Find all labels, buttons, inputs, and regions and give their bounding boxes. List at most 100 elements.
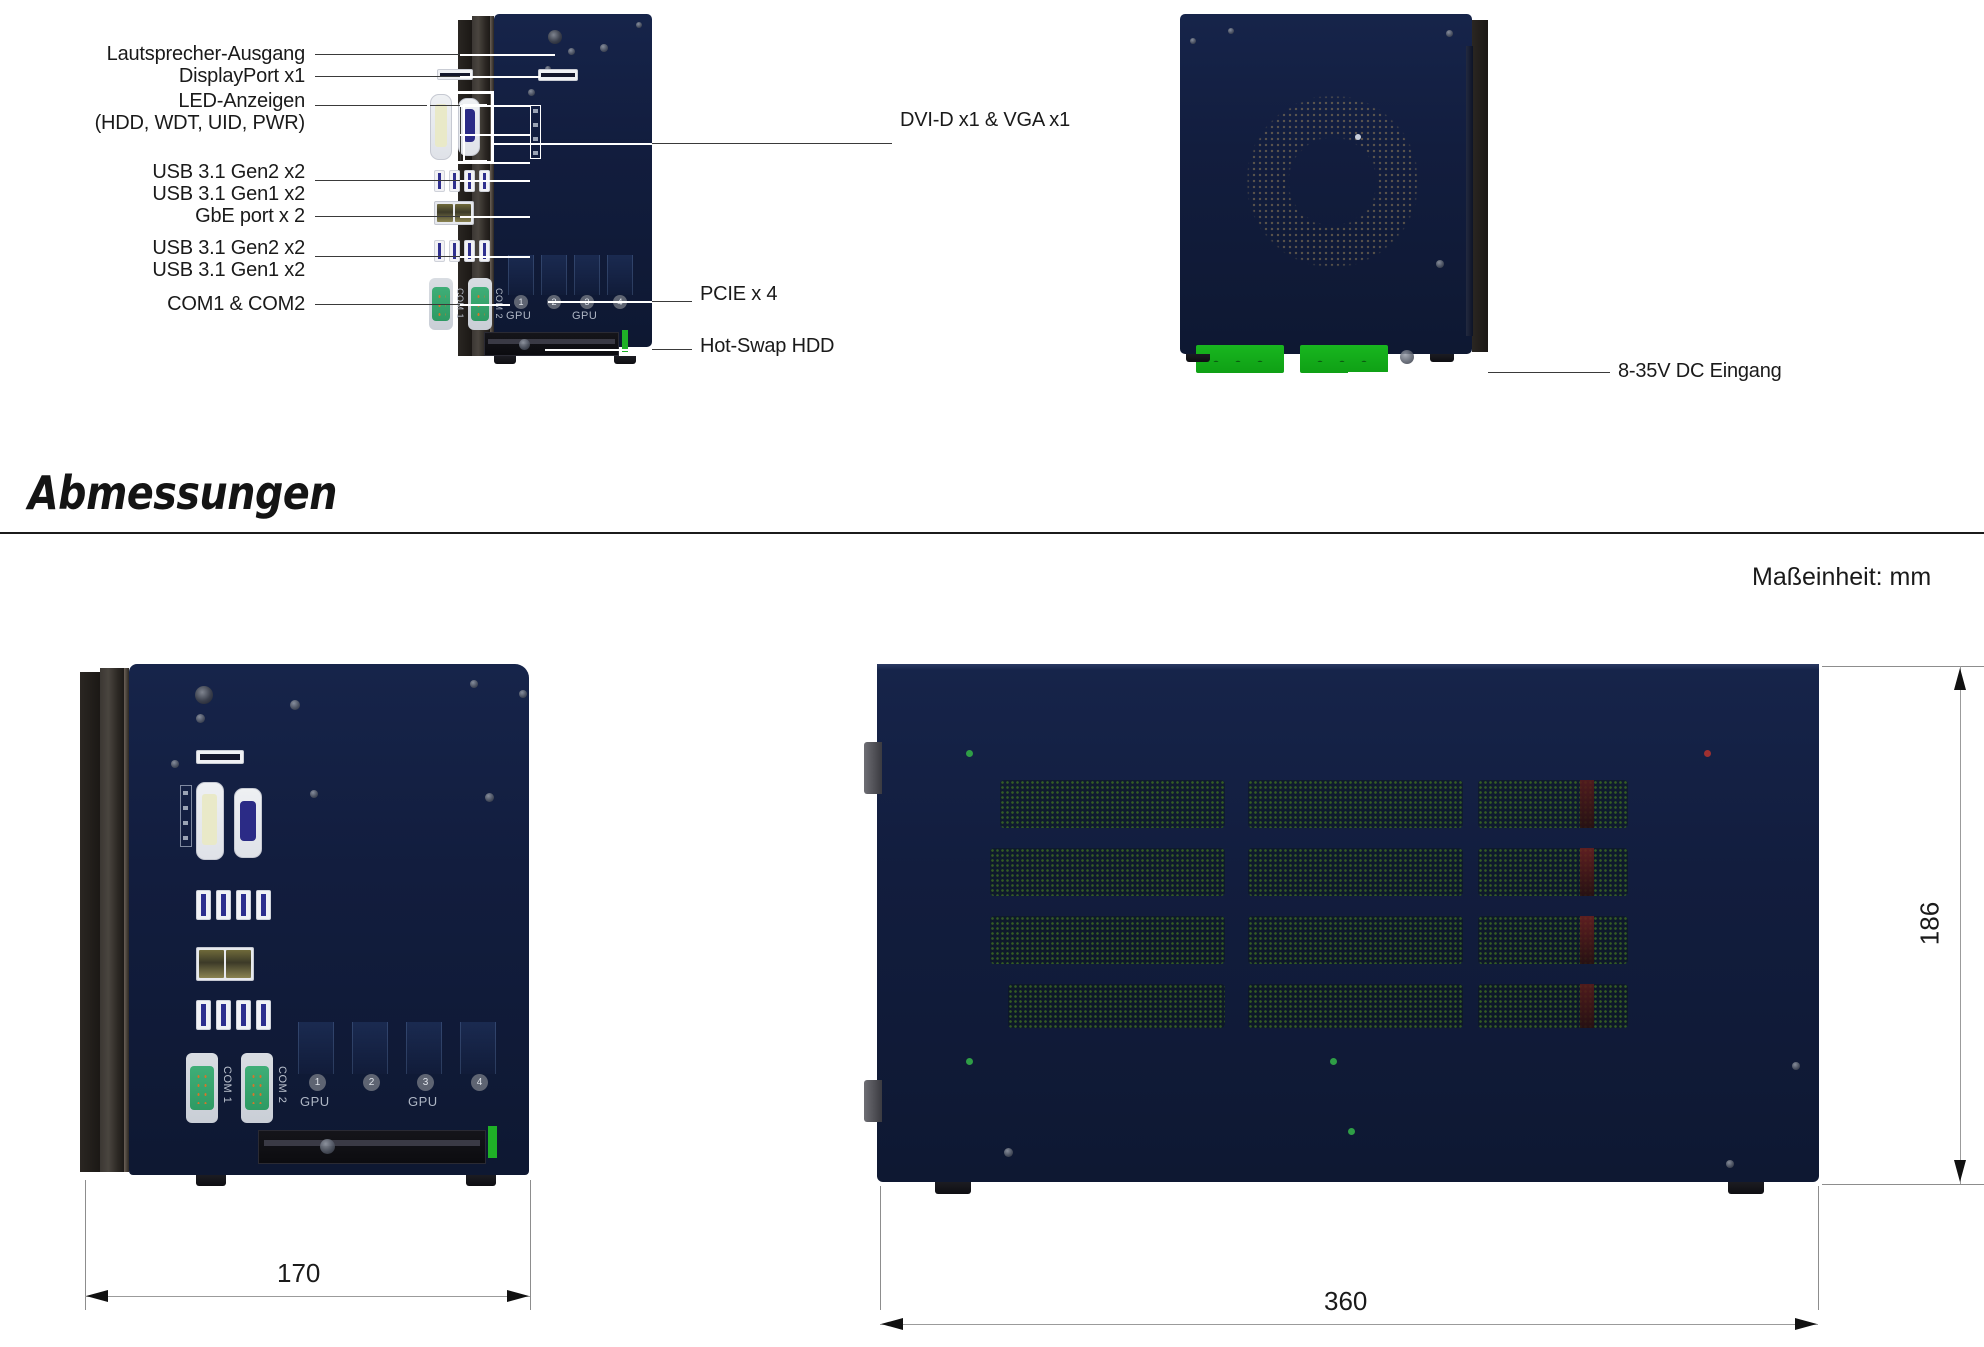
leader-hotswap [652,349,692,350]
hot-swap-bay [484,332,619,356]
callout-label-usb-upper-1: USB 3.1 Gen2 x2 [152,161,305,183]
side-screw-2 [1792,1062,1800,1070]
dim-arrow-height-top [1954,668,1966,690]
front2-slot-number-1: 1 [309,1074,326,1091]
usb-lower-2 [449,240,460,262]
front2-led-dot-2 [183,806,188,810]
front-rail-highlight [490,16,494,356]
usb-lower-4 [479,240,490,262]
leader-usb-upper [315,180,460,181]
leader-white-usb-upper [460,180,530,182]
led-dot-pwr [533,151,538,155]
pcie-slot-4 [607,255,633,295]
dvi-d-connector [430,94,452,160]
led-dot-wdt [533,123,538,127]
vent-panel-r3c3 [1478,916,1628,964]
vent-panel-r4c2 [1248,984,1463,1028]
front2-hot-swap-handle [263,1139,481,1147]
leader-white-speaker-out [460,54,555,56]
front2-dvi-connector [196,782,224,860]
dim-arrow-front-left [86,1290,108,1302]
front2-displayport [196,750,244,764]
front2-usb-lower-4 [256,1000,271,1030]
side-screw-1 [1004,1148,1013,1157]
dvi-core [435,103,447,148]
usb-upper-1 [434,170,445,192]
rear-screw-tl2 [1228,28,1234,34]
slot-gpu-label-2: GPU [572,310,598,322]
front2-speaker-jack [195,686,213,704]
leader-pcie [652,301,692,302]
front2-pcie-slot-4 [460,1022,496,1074]
vent-panel-r1c1 [1000,780,1225,828]
leader-com [315,304,460,305]
dim-ext-height-top [1822,666,1984,667]
side-accent-strip-4 [1580,984,1594,1028]
front2-led-strip [180,785,192,847]
side-dot-red-1 [1704,750,1711,757]
dim-line-height [1960,666,1961,1184]
leader-usb-lower [315,256,460,257]
side-screw-3 [1726,1160,1734,1168]
front2-foot-left [196,1175,226,1186]
front2-slot-number-4: 4 [471,1074,488,1091]
side-top-highlight [877,664,1819,670]
vent-panel-r3c1 [990,916,1225,964]
front-foot-left [494,356,516,364]
dvi-vga-highlight-box-right [538,100,539,101]
leader-white-hotswap [545,349,652,351]
displayport-connector-main [538,69,578,81]
com1-label: COM 1 [455,288,465,320]
leader-led [315,105,460,106]
hot-swap-handle [487,339,616,344]
front2-usb-lower-3 [236,1000,251,1030]
front2-usb-upper-3 [236,890,251,920]
front2-dvi-core [202,793,218,846]
side-left-bracket-bottom [864,1080,882,1122]
side-foot-left [935,1182,971,1194]
vent-panel-r2c3 [1478,848,1628,896]
front2-gbe-port-2 [226,950,251,978]
front2-foot-right [466,1175,496,1186]
rear-fan-grille [1215,64,1450,299]
rear-fan-hub-mark [1355,134,1361,140]
rear-right-edge-hl [1466,46,1473,336]
rear-foot-left [1186,354,1210,362]
front2-pcie-slot-1 [298,1022,334,1074]
front2-hot-swap-bay [258,1130,486,1164]
pcie-slot-1 [508,255,534,295]
side-accent-strip-1 [1580,780,1594,828]
side-dot-green-3 [1330,1058,1337,1065]
usb-lower-1 [434,240,445,262]
callout-label-usb-lower-1: USB 3.1 Gen2 x2 [152,237,305,259]
led-dot-hdd [533,109,538,113]
front2-screw-2 [470,680,478,688]
dim-arrow-side-left [881,1318,903,1330]
front2-com2-body [245,1065,269,1111]
slot-gpu-label-1: GPU [506,310,532,322]
front2-gpu-label-2: GPU [408,1094,438,1109]
front2-usb-upper-2 [216,890,231,920]
speaker-out-jack [548,30,562,44]
front2-rail-hl [124,668,129,1172]
gbe-port-2 [455,204,471,222]
front2-left-edge [80,672,100,1172]
front2-hot-swap-green-tab [488,1126,497,1158]
leader-white-displayport [460,76,540,78]
unit-note: Maßeinheit: mm [1752,563,1932,591]
leader-white-gbe [460,216,530,218]
front2-screw-1 [196,714,205,723]
dim-ext-front-left [85,1180,86,1310]
front2-slot-number-3: 3 [417,1074,434,1091]
dim-arrow-side-right [1795,1318,1817,1330]
callout-label-usb-upper-2: USB 3.1 Gen1 x2 [152,183,305,205]
front2-vga-connector [234,788,262,858]
leader-white-led-2 [460,134,530,136]
front2-screw-4 [290,700,300,710]
vent-panel-r1c2 [1248,780,1463,828]
dim-line-side-width [880,1324,1818,1325]
side-left-bracket-top [864,742,882,794]
leader-white-dc [1348,372,1488,374]
callout-label-hotswap: Hot-Swap HDD [700,335,835,357]
